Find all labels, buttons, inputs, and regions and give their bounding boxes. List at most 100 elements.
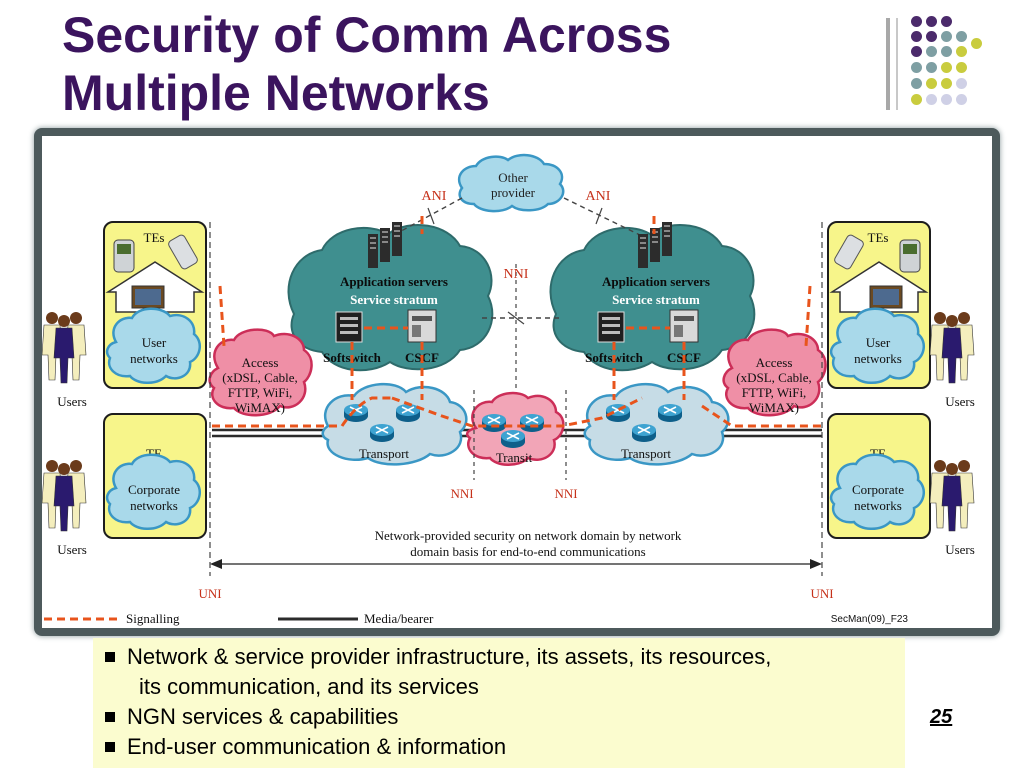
- users-label: Users: [57, 542, 87, 557]
- bullet-square-icon: [105, 712, 115, 722]
- tes-label-right: TEs: [868, 230, 889, 245]
- router-icon: [519, 413, 545, 433]
- decorative-divider-2: [896, 18, 898, 110]
- users-label: Users: [57, 394, 87, 409]
- router-icon: [395, 403, 421, 423]
- slide-title-line-2: Multiple Networks: [62, 65, 490, 121]
- router-icon: [343, 403, 369, 423]
- arrowhead-left: [210, 559, 222, 569]
- transport-label-left: Transport: [359, 446, 409, 461]
- bullet-square-icon: [105, 742, 115, 752]
- slide-title: Security of Comm Across Multiple Network…: [62, 6, 822, 122]
- diagram-frame: Other provider ANI ANI NNI Application s…: [34, 128, 1000, 636]
- access-left-line4: WiMAX): [235, 400, 285, 415]
- signalling-paths: [212, 216, 822, 428]
- corporate-networks-left-line2: networks: [130, 498, 178, 513]
- corporate-networks-cloud-right: [829, 453, 926, 530]
- other-provider-label-line2: provider: [491, 185, 536, 200]
- home-icon: [105, 261, 205, 313]
- app-servers-label-left: Application servers: [340, 274, 448, 289]
- service-stratum-label-left: Service stratum: [350, 292, 438, 307]
- softswitch-icon-right: [597, 311, 625, 343]
- corporate-networks-cloud-left: [105, 453, 202, 530]
- nni-label-bottom-right: NNI: [554, 486, 577, 501]
- router-icon: [481, 413, 507, 433]
- uni-label-right: UNI: [810, 586, 833, 601]
- users-icon: [42, 460, 86, 531]
- cscf-icon-left: [407, 309, 437, 343]
- mobile-phone-icon: [899, 239, 921, 273]
- figure-id: SecMan(09)_F23: [831, 614, 909, 625]
- bullet-item-3: End-user communication & information: [105, 732, 506, 762]
- mobile-phone-icon: [113, 239, 135, 273]
- access-cloud-left: [208, 328, 313, 417]
- users-icon: [930, 312, 974, 383]
- access-right-line3: FTTP, WiFi,: [742, 385, 807, 400]
- access-cloud-right: [722, 328, 827, 417]
- users-label: Users: [945, 542, 975, 557]
- other-provider-label-line1: Other: [498, 170, 528, 185]
- user-networks-left-line1: User: [142, 335, 167, 350]
- transport-label-right: Transport: [621, 446, 671, 461]
- diagram-canvas: Other provider ANI ANI NNI Application s…: [42, 136, 992, 628]
- router-icon: [657, 403, 683, 423]
- bullet-item-2: NGN services & capabilities: [105, 702, 398, 732]
- ani-tick-right: [595, 207, 603, 225]
- nni-tick-mark: [507, 311, 525, 325]
- user-networks-cloud-left: [105, 307, 202, 384]
- ani-label-left: ANI: [422, 189, 447, 204]
- page-number: 25: [930, 706, 953, 728]
- network-diagram: Other provider ANI ANI NNI Application s…: [42, 153, 975, 626]
- bullet-2-text: NGN services & capabilities: [127, 704, 399, 729]
- decorative-divider-1: [886, 18, 890, 110]
- user-networks-left-line2: networks: [130, 351, 178, 366]
- transit-label: Transit: [496, 450, 533, 465]
- router-icon: [631, 423, 657, 443]
- access-left-line2: (xDSL, Cable,: [222, 370, 297, 385]
- transit-cloud: [465, 391, 565, 466]
- other-provider-cloud: [457, 153, 565, 213]
- access-right-line4: WiMAX): [749, 400, 799, 415]
- access-right-line2: (xDSL, Cable,: [736, 370, 811, 385]
- slide-title-line-1: Security of Comm Across: [62, 7, 672, 63]
- ani-label-right: ANI: [586, 189, 611, 204]
- corporate-networks-right-line1: Corporate: [852, 482, 904, 497]
- legend-media-label: Media/bearer: [364, 611, 434, 626]
- app-servers-label-right: Application servers: [602, 274, 710, 289]
- home-icon: [829, 261, 929, 313]
- bullet-1-line1: Network & service provider infrastructur…: [127, 644, 772, 669]
- ani-tick-left: [427, 207, 435, 225]
- router-icon: [500, 429, 526, 449]
- tes-label-left: TEs: [144, 230, 165, 245]
- bullet-item-1-continuation: its communication, and its services: [139, 672, 479, 702]
- softswitch-icon-left: [335, 311, 363, 343]
- uni-label-left: UNI: [198, 586, 221, 601]
- access-right-line1: Access: [756, 355, 793, 370]
- bullet-list: Network & service provider infrastructur…: [93, 638, 905, 768]
- mobile-phone-icon: [168, 234, 198, 270]
- user-networks-right-line1: User: [866, 335, 891, 350]
- user-networks-cloud-right: [829, 307, 926, 384]
- user-networks-right-line2: networks: [854, 351, 902, 366]
- nni-label-top: NNI: [504, 267, 529, 282]
- bullet-square-icon: [105, 652, 115, 662]
- access-left-line3: FTTP, WiFi,: [228, 385, 293, 400]
- router-icon: [369, 423, 395, 443]
- mobile-phone-icon: [834, 234, 864, 270]
- corporate-networks-right-line2: networks: [854, 498, 902, 513]
- corporate-networks-left-line1: Corporate: [128, 482, 180, 497]
- cscf-icon-right: [669, 309, 699, 343]
- users-icon: [930, 460, 974, 531]
- users-icon: [42, 312, 86, 383]
- arrowhead-right: [810, 559, 822, 569]
- access-left-line1: Access: [242, 355, 279, 370]
- caption-line1: Network-provided security on network dom…: [375, 528, 682, 543]
- bullet-1-line2: its communication, and its services: [139, 674, 479, 699]
- ani-link-left: [391, 197, 463, 237]
- bullet-3-text: End-user communication & information: [127, 734, 507, 759]
- nni-label-bottom-left: NNI: [450, 486, 473, 501]
- legend-signalling-label: Signalling: [126, 611, 180, 626]
- service-stratum-label-right: Service stratum: [612, 292, 700, 307]
- bullet-item-1: Network & service provider infrastructur…: [105, 642, 771, 672]
- ani-link-right: [563, 197, 643, 237]
